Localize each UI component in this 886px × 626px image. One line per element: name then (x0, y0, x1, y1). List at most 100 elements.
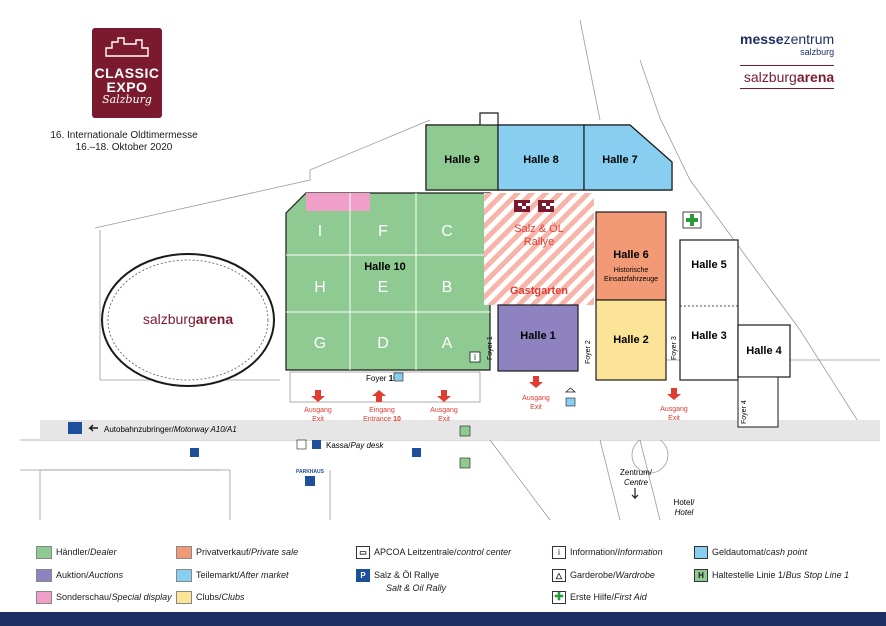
parkhaus-icon (305, 476, 315, 486)
halle-3-label: Halle 3 (691, 330, 726, 342)
legend-private: Privatverkauf/Private sale (176, 546, 298, 560)
legend-control: ▭APCOA Leitzentrale/control center (356, 546, 511, 560)
kassa-label: Kassa/Pay desk (326, 441, 384, 450)
section-c: C (441, 223, 453, 240)
info-icon: i (552, 546, 566, 560)
halle-10-label: Halle 10 (364, 261, 406, 273)
control-center-icon (296, 439, 307, 450)
special-display-area[interactable] (306, 193, 370, 211)
bus-stop-icon: H (694, 569, 708, 583)
sa-rest: salzburg (743, 69, 797, 85)
info-point-icon (469, 351, 481, 363)
halle-2[interactable] (595, 299, 667, 381)
legend-dealer-en: Dealer (90, 547, 117, 557)
exit-1-en: Exit (312, 416, 324, 423)
legend-info-en: Information (617, 547, 663, 557)
exit-3-de: Ausgang (522, 395, 550, 402)
logo-line2: EXPO (106, 79, 148, 95)
section-a: A (442, 335, 453, 352)
legend-atm: Geldautomat/cash point (694, 546, 807, 560)
halle-4[interactable] (737, 324, 791, 378)
motorway-icon (68, 422, 82, 434)
legend-wardrobe-en: Wardrobe (615, 570, 655, 580)
clubs-swatch (176, 591, 192, 605)
legend-atm-en: cash point (766, 547, 808, 557)
halle-8-label: Halle 8 (523, 154, 558, 166)
legend-private-en: Private sale (251, 547, 299, 557)
messezentrum-brand: messezentrum salzburg salzburgarena (740, 31, 835, 89)
atm-icon (694, 546, 708, 560)
foyer-2-label: Foyer 2 (585, 340, 592, 364)
exit-arrows (311, 376, 681, 402)
legend-clubs: Clubs/Clubs (176, 591, 245, 605)
wardrobe-icon (564, 387, 577, 393)
parkhaus-label: PARKHAUS (296, 469, 325, 475)
exit-arrow-2 (437, 390, 451, 402)
zentrum-label-1: Zentrum/ (620, 468, 653, 477)
event-dates: 16.–18. Oktober 2020 (75, 142, 173, 153)
parking-icon-3 (412, 448, 421, 457)
rallye-label-1: Salz & ÖL (514, 223, 564, 235)
legend-dealer-label: Händler (56, 547, 88, 557)
legend-atm-label: Geldautomat (712, 547, 764, 557)
hotel-label-1: Hotel/ (674, 498, 696, 507)
aftermarket-swatch (176, 569, 192, 583)
wardrobe-icon: △ (552, 569, 566, 583)
logo-line1: CLASSIC (94, 65, 160, 81)
legend-aftermarket: Teilemarkt/After market (176, 569, 289, 583)
zentrum-label-2: Centre (624, 478, 649, 487)
legend-info-label: Information (570, 547, 616, 557)
exit-1-de: Ausgang (304, 407, 332, 414)
legend: Händler/Dealer Auktion/Auctions Sondersc… (0, 536, 886, 616)
legend-clubs-en: Clubs (221, 592, 245, 602)
halle-9-label: Halle 9 (444, 154, 479, 166)
halle-6-label: Halle 6 (613, 249, 648, 261)
legend-clubs-label: Clubs (196, 592, 220, 602)
parking-icon-2 (190, 448, 199, 457)
halle-7[interactable] (583, 124, 673, 191)
hotel-label-2: Hotel (675, 508, 694, 517)
site-map: salzburgarena I F C H E B G D A Halle 10… (20, 19, 880, 521)
halle-6-sub1: Historische (614, 267, 649, 274)
section-f: F (378, 223, 388, 240)
section-h: H (314, 279, 326, 296)
section-g: G (314, 335, 326, 352)
halle-5-3[interactable] (679, 239, 739, 381)
sa-bold: arena (796, 69, 835, 85)
atm-icon (393, 372, 404, 382)
legend-dealer: Händler/Dealer (36, 546, 117, 560)
halle-8[interactable] (497, 124, 585, 191)
halle-7-label: Halle 7 (602, 154, 637, 166)
motorway-label: Autobahnzubringer/Motorway A10/A1 (104, 425, 237, 434)
legend-special-en: Special display (111, 592, 172, 602)
legend-aftermarket-label: Teilemarkt (196, 570, 238, 580)
foyer-4-area (737, 376, 779, 428)
legend-control-en: control center (456, 547, 512, 557)
halle-4-label: Halle 4 (746, 345, 782, 357)
messezentrum-sub: salzburg (800, 47, 835, 57)
legend-auctions-en: Auctions (88, 570, 124, 580)
legend-bus-label: Haltestelle Linie 1 (712, 570, 784, 580)
first-aid-icon: ✚ (552, 591, 566, 605)
halle-6[interactable] (595, 211, 667, 301)
mz-bold: messe (740, 31, 784, 47)
foyer-1-label: Foyer 1 (487, 336, 494, 360)
legend-aftermarket-en: After market (239, 570, 289, 580)
gastgarten-label: Gastgarten (510, 285, 568, 297)
event-title: 16. Internationale Oldtimermesse (50, 130, 198, 141)
private-swatch (176, 546, 192, 560)
legend-private-label: Privatverkauf (196, 547, 249, 557)
legend-bus-en: Bus Stop Line 1 (785, 570, 850, 580)
section-b: B (442, 279, 453, 296)
arrow-down-icon (631, 488, 639, 500)
arrow-left-icon (88, 424, 98, 432)
legend-wardrobe-label: Garderobe (570, 570, 614, 580)
entrance-en: Entrance 10 (363, 416, 401, 423)
exit-arrow-3 (529, 376, 543, 388)
arena-label: salzburgarena (143, 311, 233, 327)
halle-1[interactable] (497, 304, 579, 372)
foyer-3-label: Foyer 3 (671, 336, 678, 360)
legend-rally-label: Salz & Öl Rallye (374, 570, 440, 580)
